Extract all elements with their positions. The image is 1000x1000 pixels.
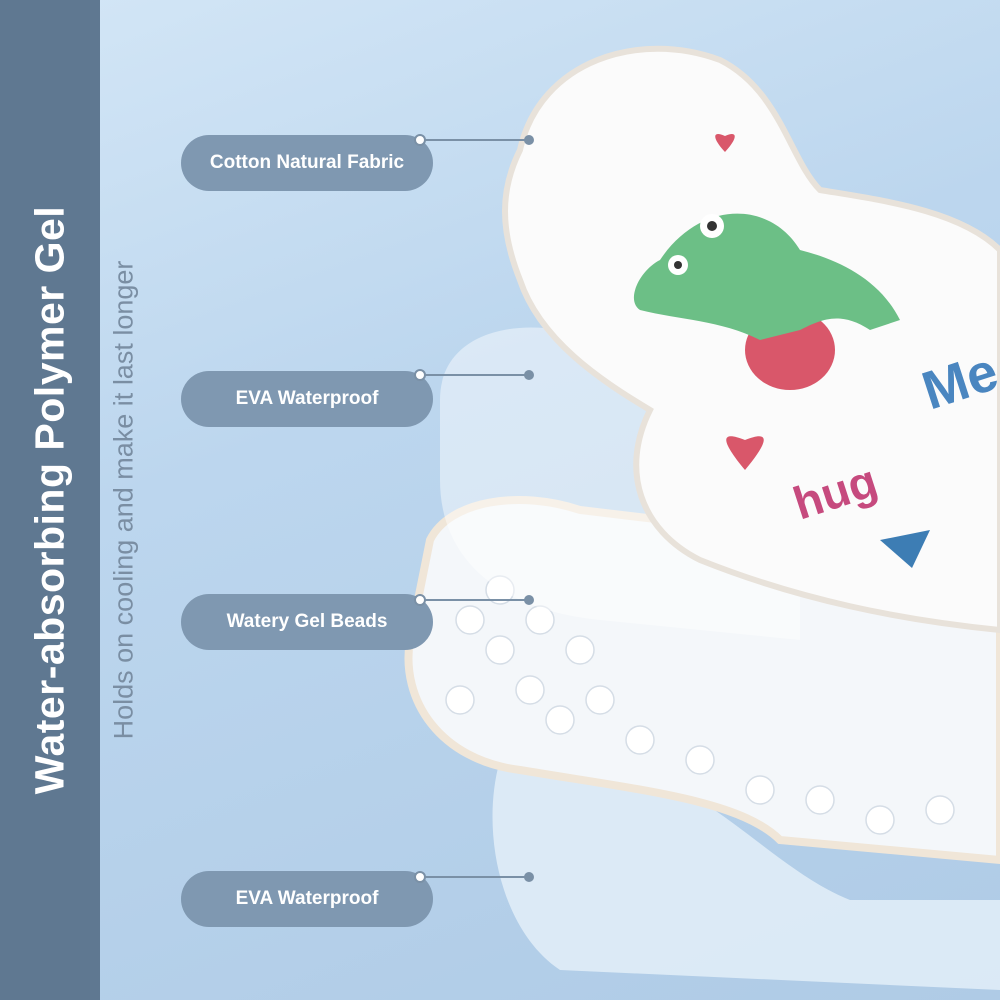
layer-label-gel-beads: Watery Gel Beads <box>181 594 433 650</box>
page-subtitle: Holds on cooling and make it last longer <box>108 260 139 740</box>
heart-print-small <box>715 133 735 152</box>
layer-label-eva-bottom: EVA Waterproof <box>181 871 433 927</box>
connector-line <box>414 369 534 381</box>
layer-label-cotton: Cotton Natural Fabric <box>181 135 433 191</box>
heart-print <box>726 436 764 470</box>
gel-beads <box>445 575 955 835</box>
triangle-print <box>880 530 930 568</box>
bottom-eva-layer <box>492 760 1000 990</box>
title-sidebar <box>0 0 100 1000</box>
dinosaur-print <box>633 213 900 390</box>
page-title: Water-absorbing Polymer Gel <box>26 205 73 795</box>
connector-line <box>414 871 534 883</box>
connector-line <box>414 594 534 606</box>
connector-line <box>414 134 534 146</box>
layer-label-eva-top: EVA Waterproof <box>181 371 433 427</box>
